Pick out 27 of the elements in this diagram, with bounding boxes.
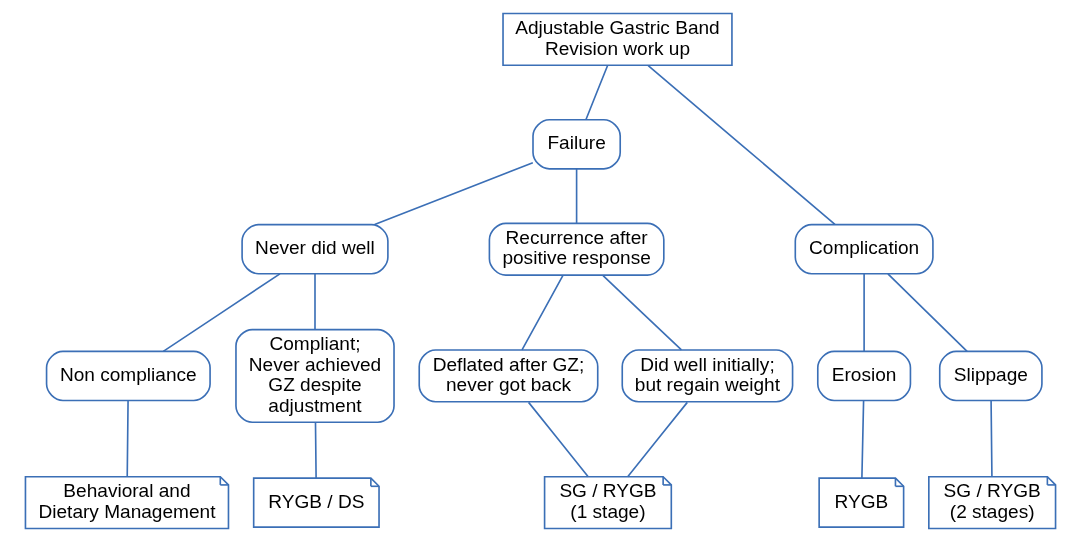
connector: [520, 274, 564, 351]
connector: [527, 401, 589, 478]
node-box: Compliant; Never achieved GZ despite adjustment: [234, 328, 395, 424]
connector: [373, 161, 534, 226]
connector: [860, 399, 864, 479]
connector: [646, 64, 836, 226]
connector: [125, 399, 129, 478]
connector: [314, 421, 317, 479]
connector: [886, 273, 968, 353]
node-box: Adjustable Gastric Band Revision work up: [501, 12, 733, 67]
node-box: Deflated after GZ; never got back: [417, 349, 599, 403]
connector: [989, 399, 993, 478]
node-box: Slippage: [938, 350, 1043, 402]
node-box: Complication: [793, 223, 934, 275]
connector: [626, 401, 688, 478]
connector: [161, 273, 281, 353]
connector: [313, 273, 316, 331]
connector: [575, 168, 577, 224]
connector: [601, 274, 682, 351]
node-box: Erosion: [816, 350, 911, 402]
node-box: Did well initially; but regain weight: [620, 349, 793, 403]
node-box: Never did well: [240, 223, 389, 275]
node-box: Failure: [531, 118, 621, 170]
connector: [862, 273, 865, 353]
connector: [584, 64, 608, 121]
node-box: Non compliance: [45, 350, 211, 402]
node-box: Recurrence after positive response: [488, 222, 665, 276]
